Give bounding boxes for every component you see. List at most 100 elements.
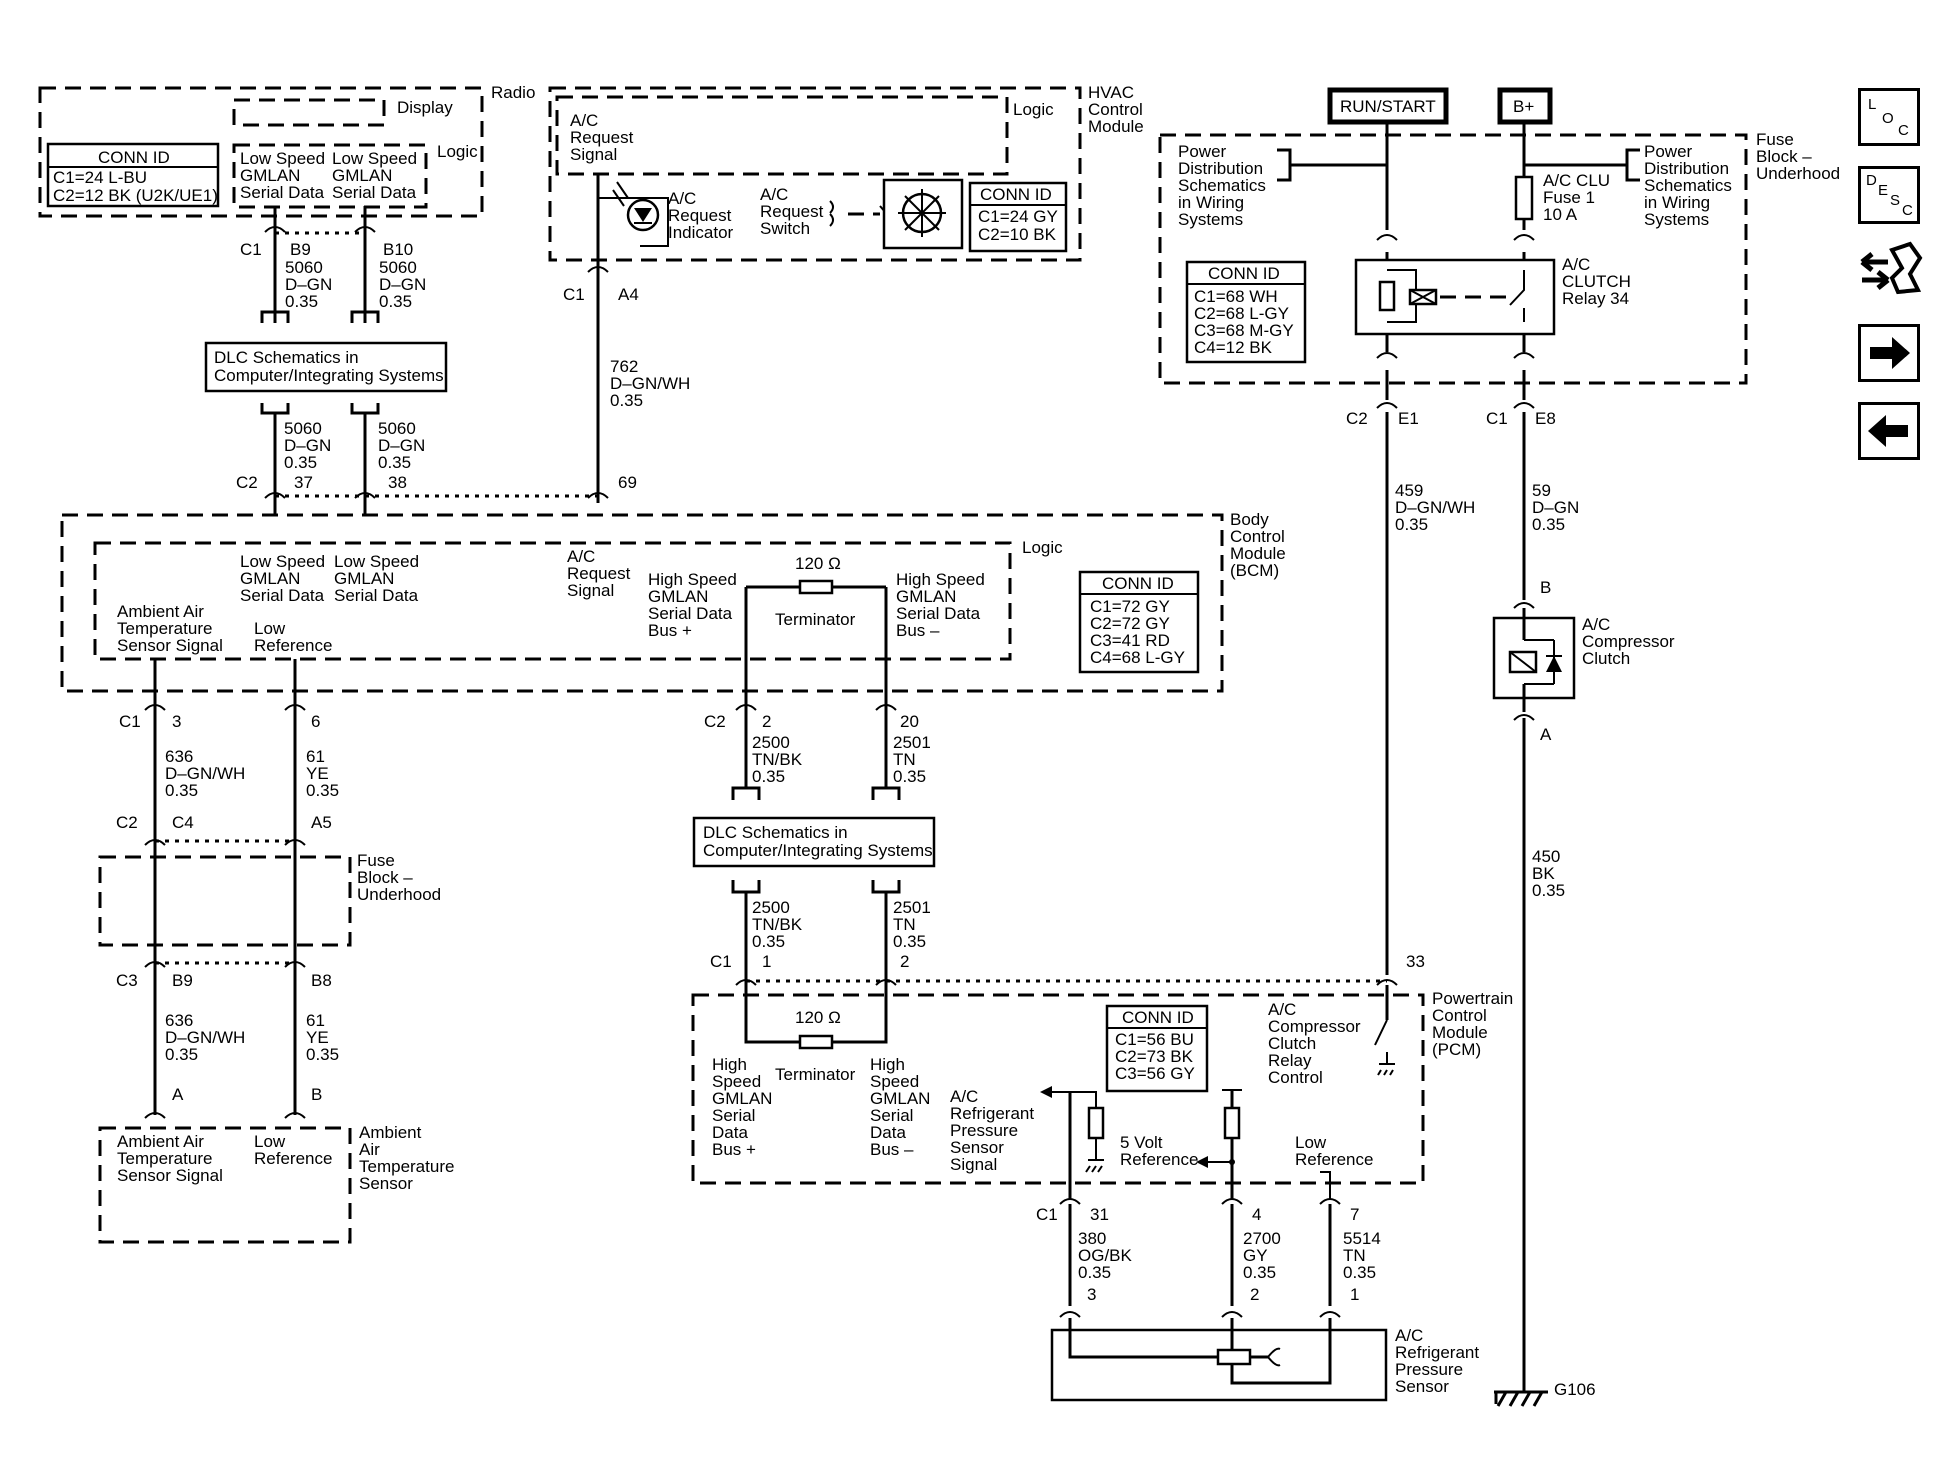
hvac-logic-label: Logic (1013, 100, 1054, 119)
hvac-c1: C1 (563, 285, 585, 304)
svg-text:C1=72 GY: C1=72 GY (1090, 597, 1170, 616)
svg-text:C2=73 BK: C2=73 BK (1115, 1047, 1194, 1066)
desc-icon: D E S C (1866, 172, 1913, 219)
pcm-c1: C1 (1036, 1205, 1058, 1224)
svg-text:CONN ID: CONN ID (980, 185, 1052, 204)
svg-text:C1=24 L-BU: C1=24 L-BU (53, 168, 147, 187)
sensor-pin-2: 2 (1250, 1285, 1259, 1304)
arrow-right-icon (1870, 337, 1910, 369)
pcm-ohm: 120 Ω (795, 1008, 841, 1027)
svg-text:C: C (1898, 122, 1909, 139)
radio-logic-label: Logic (437, 142, 478, 161)
connector-view-button[interactable] (1858, 240, 1924, 300)
radio-b10: B10 (383, 240, 413, 259)
fb-c1: C1 (1486, 409, 1508, 428)
fuse-b9: B9 (172, 971, 193, 990)
pcm-c1-top: C1 (710, 952, 732, 971)
fuse-a5: A5 (311, 813, 332, 832)
bcm-ohm: 120 Ω (795, 554, 841, 573)
svg-text:S: S (1890, 192, 1900, 209)
pin-6: 6 (311, 712, 320, 731)
svg-text:C2=12 BK (U2K/UE1): C2=12 BK (U2K/UE1) (53, 186, 218, 205)
run-start-label: RUN/START (1340, 97, 1436, 116)
desc-button[interactable]: D E S C (1858, 166, 1920, 224)
power-source-bplus: B+ (1497, 87, 1553, 125)
sensor-pin-3: 3 (1087, 1285, 1096, 1304)
svg-text:C2=68 L-GY: C2=68 L-GY (1194, 304, 1289, 323)
svg-text:C3=41 RD: C3=41 RD (1090, 631, 1170, 650)
arrow-left-icon (1868, 415, 1908, 447)
radio-conn-id: CONN ID C1=24 L-BU C2=12 BK (U2K/UE1) (46, 142, 220, 208)
hvac-conn-id: CONN ID C1=24 GY C2=10 BK (968, 181, 1068, 253)
svg-text:O: O (1882, 110, 1894, 127)
pin-7: 7 (1350, 1205, 1359, 1224)
fuse-c2: C2 (116, 813, 138, 832)
fuse-block-conn-id: CONN ID C1=68 WH C2=68 L-GY C3=68 M-GY C… (1185, 260, 1307, 364)
pin-b: B (311, 1085, 322, 1104)
loc-button[interactable]: L O C (1858, 88, 1920, 146)
sensor-pin-1: 1 (1350, 1285, 1359, 1304)
pin-38: 38 (388, 473, 407, 492)
loc-icon: L O C (1868, 96, 1909, 139)
fuse-b8: B8 (311, 971, 332, 990)
svg-text:C4=68 L-GY: C4=68 L-GY (1090, 648, 1185, 667)
svg-text:C1=24 GY: C1=24 GY (978, 207, 1058, 226)
radio-b9: B9 (290, 240, 311, 259)
svg-text:CONN ID: CONN ID (1102, 574, 1174, 593)
svg-text:C1=68 WH: C1=68 WH (1194, 287, 1278, 306)
fuse-c3: C3 (116, 971, 138, 990)
pin-2b: 2 (900, 952, 909, 971)
pin-4: 4 (1252, 1205, 1261, 1224)
svg-text:C2=10 BK: C2=10 BK (978, 225, 1057, 244)
radio-label: Radio (491, 83, 535, 102)
fb-c2: C2 (1346, 409, 1368, 428)
svg-text:C1=56 BU: C1=56 BU (1115, 1030, 1194, 1049)
svg-text:L: L (1868, 96, 1876, 113)
previous-page-button[interactable] (1858, 402, 1920, 460)
bcm-conn-id: CONN ID C1=72 GY C2=72 GY C3=41 RD C4=68… (1078, 570, 1200, 674)
bplus-label: B+ (1513, 97, 1534, 116)
ground-g106: G106 (1494, 1380, 1596, 1407)
svg-text:C3=68 M-GY: C3=68 M-GY (1194, 321, 1294, 340)
next-page-button[interactable] (1858, 324, 1920, 382)
pcm-conn-id: CONN ID C1=56 BU C2=73 BK C3=56 GY (1105, 1004, 1209, 1093)
bcm-c1: C1 (119, 712, 141, 731)
